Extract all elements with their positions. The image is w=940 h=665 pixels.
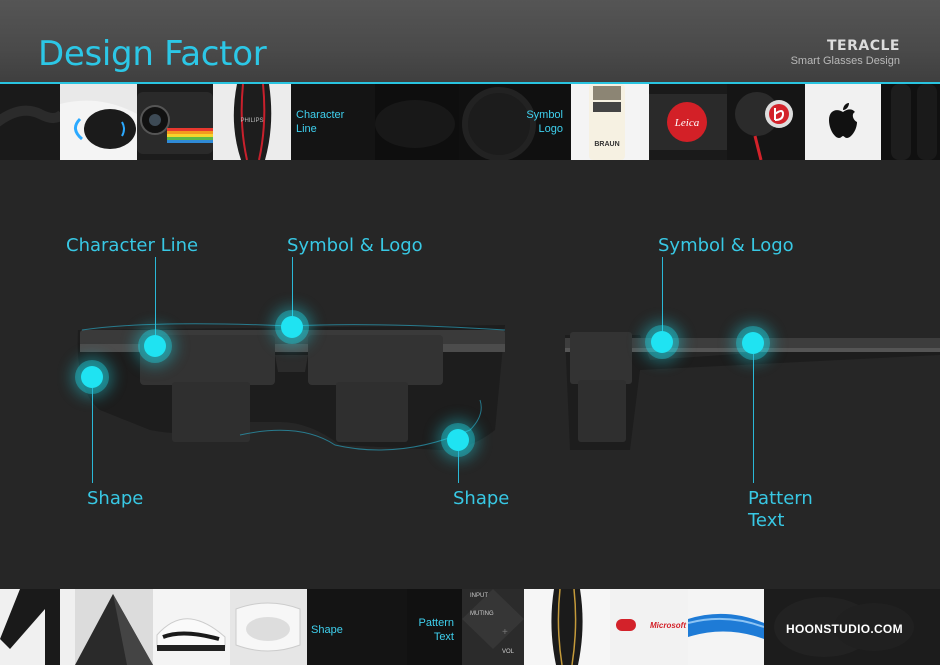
leader-shape-left — [92, 388, 93, 483]
thumb-microsoft-mouse: Microsoft — [610, 589, 688, 665]
hotspot-shape-right[interactable] — [447, 429, 469, 451]
brand-logo: TERACLE — [827, 38, 900, 54]
thumb-braun-shaver: BRAUN — [571, 84, 649, 160]
strip-label-symbol-logo: Symbol Logo — [526, 109, 563, 135]
page-title: Design Factor — [38, 34, 267, 74]
callout-character-line: Character Line — [66, 235, 199, 256]
thumb-phone — [524, 589, 610, 665]
thumb-sneaker — [153, 589, 230, 665]
callout-symbol-logo-side: Symbol & Logo — [658, 235, 794, 256]
thumb-dark-end — [881, 84, 940, 160]
leader-character-line — [155, 257, 156, 345]
thumb-philips-shaver: PHILIPS — [213, 84, 291, 160]
callout-shape-left: Shape — [87, 488, 144, 509]
braun-logo-text: BRAUN — [594, 141, 619, 148]
thumb-beats-headphones — [727, 84, 805, 160]
thumb-label-character-line: Character Line — [291, 84, 375, 160]
panel-label-input: INPUT — [470, 593, 488, 599]
strip-label-pattern-text: Pattern Text — [418, 617, 454, 643]
microsoft-logo-text: Microsoft — [650, 621, 686, 630]
thumb-dark-abstract — [375, 84, 459, 160]
hotspot-symbol-logo-side[interactable] — [651, 331, 673, 353]
strip-label-character-line: Character Line — [296, 109, 345, 135]
main-stage: Character Line Symbol & Logo Shape Shape… — [0, 160, 940, 589]
svg-text:PHILIPS: PHILIPS — [240, 118, 263, 124]
thumb-pyramid — [75, 589, 153, 665]
callout-shape-right: Shape — [453, 488, 510, 509]
thumb-dark-frame — [0, 589, 75, 665]
thumb-dark-curve — [0, 84, 60, 160]
thumb-dark-circle: Symbol Logo — [459, 84, 571, 160]
studio-watermark: HOONSTUDIO.COM — [786, 622, 903, 636]
thumb-vr-headset — [230, 589, 307, 665]
thumb-polaroid-camera — [137, 84, 213, 160]
panel-label-vol: VOL — [502, 649, 515, 655]
leader-symbol-logo-front — [292, 257, 293, 327]
brand-subtitle: Smart Glasses Design — [790, 55, 900, 67]
thumb-blue-band — [688, 589, 764, 665]
panel-label-muting: MUTING — [470, 611, 494, 617]
thumb-label-shape: Shape — [307, 589, 407, 665]
hotspot-character-line[interactable] — [144, 335, 166, 357]
hotspot-symbol-logo-front[interactable] — [281, 316, 303, 338]
leader-shape-right — [458, 451, 459, 483]
thumb-control-panel: INPUT MUTING + VOL — [462, 589, 524, 665]
strip-label-shape: Shape — [311, 624, 343, 636]
bottom-thumbnail-strip: Shape Pattern Text INPUT MUTING + VOL Mi… — [0, 589, 940, 665]
thumb-studio: HOONSTUDIO.COM — [764, 589, 940, 665]
callout-pattern-text: Pattern Text — [748, 488, 813, 531]
callout-symbol-logo-front: Symbol & Logo — [287, 235, 423, 256]
header-bar: Design Factor TERACLE Smart Glasses Desi… — [0, 0, 940, 84]
hotspot-shape-left[interactable] — [81, 366, 103, 388]
thumb-apple — [805, 84, 881, 160]
top-thumbnail-strip: PHILIPS Character Line Symbol Logo BRAUN… — [0, 84, 940, 160]
apple-icon — [829, 103, 857, 138]
leader-pattern-text — [753, 354, 754, 483]
hotspot-pattern-text[interactable] — [742, 332, 764, 354]
thumb-label-pattern-text: Pattern Text — [407, 589, 462, 665]
panel-label-plus: + — [502, 627, 508, 638]
leica-logo-text: Leica — [674, 117, 700, 129]
leader-symbol-logo-side — [662, 257, 663, 332]
thumb-headset — [60, 84, 137, 160]
thumb-leica-camera: Leica — [649, 84, 727, 160]
